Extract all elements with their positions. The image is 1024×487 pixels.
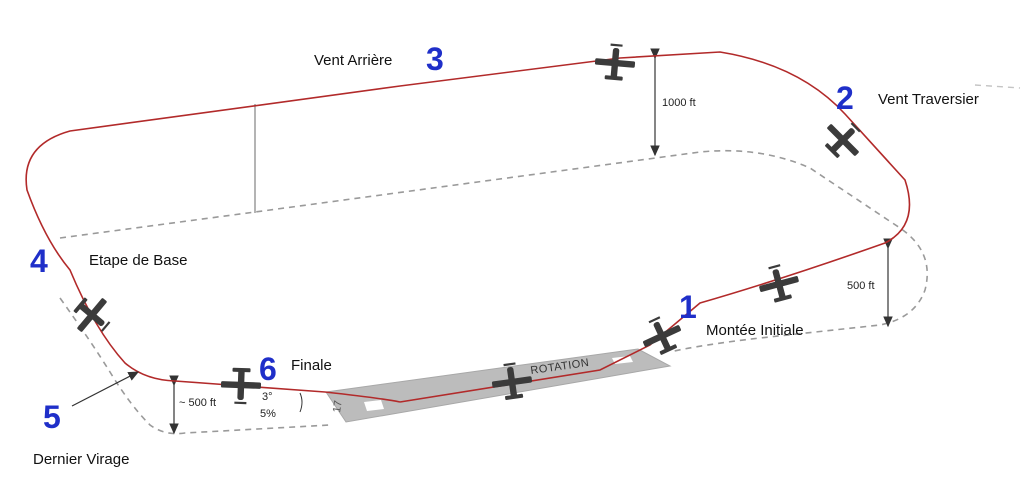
ground-track-extension: [974, 84, 1021, 89]
phase-number-5: 5: [43, 399, 61, 435]
downwind-altitude-label: 1000 ft: [662, 97, 696, 109]
phase-label-1: Montée Initiale: [706, 322, 804, 339]
glide-slope-label: 5%: [260, 408, 276, 420]
phase-label-2: Vent Traversier: [878, 91, 979, 108]
glide-angle-label: 3°: [262, 391, 273, 403]
ground-projection: [59, 84, 1021, 435]
arrow-icon: [71, 371, 140, 407]
airplane-icon: [754, 260, 803, 306]
phase-label-4: Etape de Base: [89, 252, 187, 269]
phase-labels: 1 Montée Initiale 2 Vent Traversier 3 Ve…: [30, 41, 979, 468]
airplane-icon: [220, 367, 262, 405]
phase-label-6: Finale: [291, 357, 332, 374]
runway-number: 17: [331, 400, 345, 414]
phase-label-5: Dernier Virage: [33, 451, 129, 468]
phase-label-3: Vent Arrière: [314, 52, 392, 69]
airplane-icon: [593, 42, 637, 82]
final-altitude-label: ~ 500 ft: [179, 397, 216, 409]
crosswind-altitude-label: 500 ft: [847, 280, 875, 292]
altitude-references: 1000 ft 500 ft ~ 500 ft: [169, 48, 893, 435]
ground-track-far: [59, 149, 929, 353]
phase-number-6: 6: [259, 351, 277, 387]
airplanes: [66, 42, 871, 405]
airplane-icon: [66, 288, 120, 343]
glide-angle-arc: [299, 392, 303, 413]
traffic-pattern-path: [25, 51, 911, 403]
phase-number-2: 2: [836, 80, 854, 116]
phase-number-3: 3: [426, 41, 444, 77]
ground-track-near: [59, 297, 331, 435]
runway-threshold-mark: [364, 400, 384, 411]
glide-path-indicator: 3° 5%: [260, 391, 303, 420]
airplane-icon: [816, 112, 871, 167]
phase-number-4: 4: [30, 243, 48, 279]
phase-number-1: 1: [679, 289, 697, 325]
